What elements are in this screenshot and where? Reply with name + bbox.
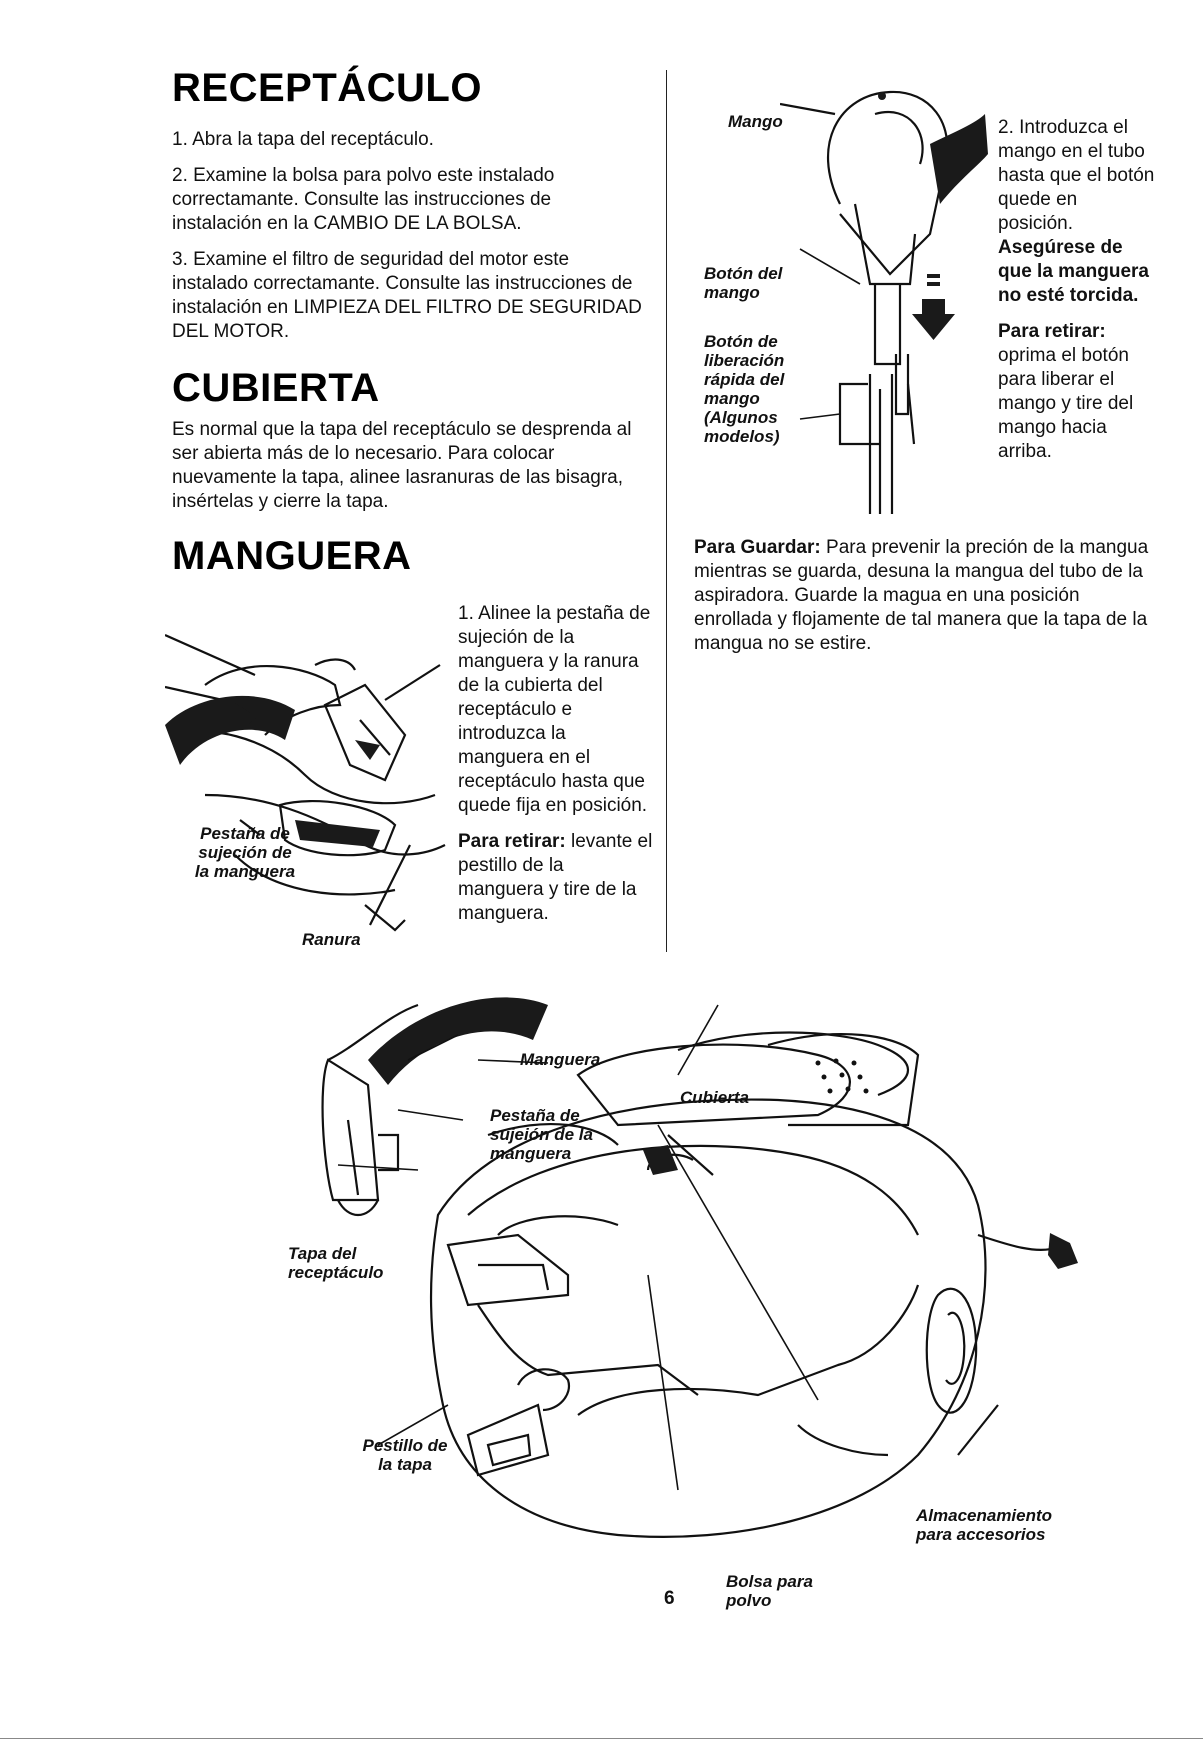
mango-step-block: 2. Introduzca el mango en el tubo hasta … (998, 116, 1156, 476)
handle-tube-illustration (780, 90, 988, 514)
label-boton-liberacion: Botón de liberación rápida del mango (Al… (704, 332, 785, 446)
receptaculo-step-2: 2. Examine la bolsa para polvo este inst… (172, 165, 555, 234)
vacuum-parts-diagram (321, 997, 1078, 1538)
label-tapa-receptaculo: Tapa del receptáculo (288, 1244, 384, 1282)
cubierta-text: Es normal que la tapa del receptáculo se… (172, 419, 632, 512)
cubierta-title: CUBIERTA (172, 366, 380, 410)
label-mango: Mango (728, 112, 783, 131)
column-divider (666, 70, 667, 952)
manguera-retirar-text: levante el pestillo de la manguera y tir… (458, 831, 653, 924)
receptaculo-step-1: 1. Abra la tapa del receptáculo. (172, 129, 434, 150)
mango-step-2-warning: Asegúrese de que la manguera no esté tor… (998, 237, 1149, 306)
label-pestana-sujecion: Pestaña de sujeción de la manguera (194, 824, 296, 881)
label-boton-mango: Botón del mango (704, 264, 783, 302)
mango-retirar-label: Para retirar: (998, 321, 1106, 342)
receptaculo-steps: 1. Abra la tapa del receptáculo. 2. Exam… (172, 128, 642, 356)
guardar-label: Para Guardar: (694, 537, 821, 558)
bottom-rule (0, 1738, 1203, 1739)
label-bolsa-polvo: Bolsa para polvo (726, 1572, 813, 1610)
mango-retirar-text: oprima el botón para liberar el mango y … (998, 345, 1134, 462)
receptaculo-title: RECEPTÁCULO (172, 66, 482, 110)
page-number: 6 (664, 1588, 675, 1609)
manguera-step-1: 1. Alinee la pestaña de sujeción de la m… (458, 603, 651, 816)
mango-step-2: 2. Introduzca el mango en el tubo hasta … (998, 117, 1155, 234)
manguera-title: MANGUERA (172, 534, 412, 578)
manguera-step-block: 1. Alinee la pestaña de sujeción de la m… (458, 602, 653, 938)
cubierta-text-block: Es normal que la tapa del receptáculo se… (172, 418, 650, 526)
guardar-text: Para prevenir la preción de la mangua mi… (694, 537, 1149, 654)
hose-insertion-illustration (165, 633, 446, 932)
label-almacenamiento: Almacenamiento para accesorios (916, 1506, 1053, 1544)
manguera-retirar-label: Para retirar: (458, 831, 566, 852)
label-pestana-sujeion: Pestaña de sujeión de la manguera (490, 1106, 593, 1163)
receptaculo-step-3: 3. Examine el filtro de seguridad del mo… (172, 249, 642, 342)
label-pestillo-tapa: Pestillo de la tapa (362, 1436, 448, 1474)
label-ranura: Ranura (302, 930, 361, 949)
guardar-block: Para Guardar: Para prevenir la preción d… (694, 536, 1162, 668)
label-cubierta: Cubierta (680, 1088, 749, 1107)
label-manguera: Manguera (520, 1050, 601, 1069)
